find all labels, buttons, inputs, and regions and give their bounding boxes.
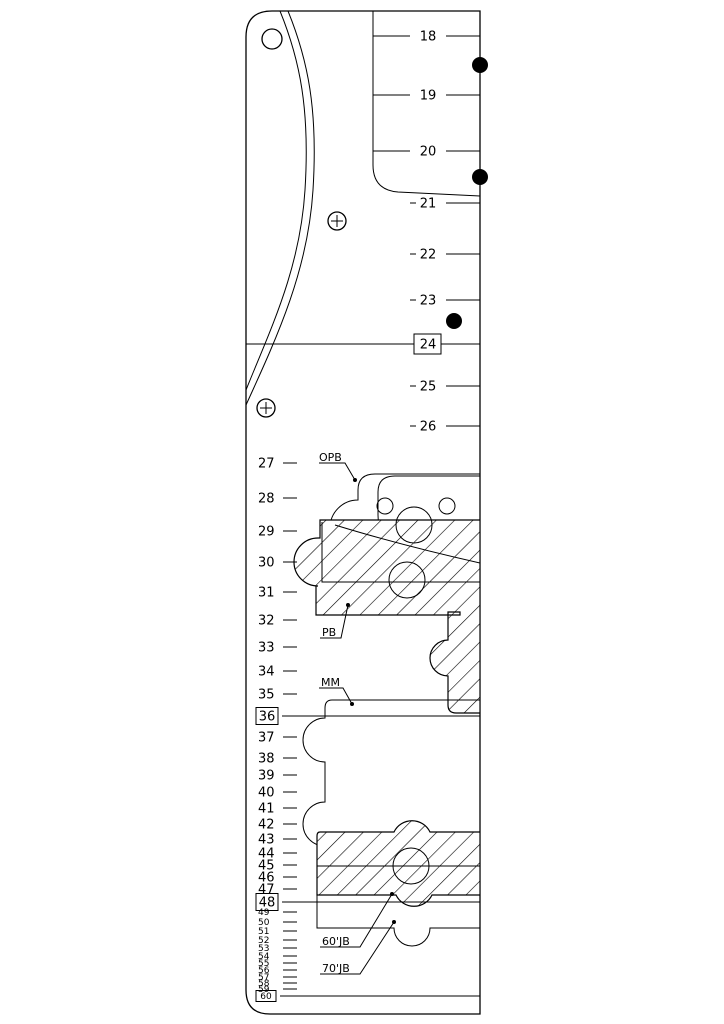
screw-icon — [256, 398, 276, 418]
neck-pocket-outline — [372, 11, 480, 197]
ruler-label: 54 — [258, 952, 270, 962]
mm-label-group: MM — [319, 676, 354, 706]
ruler-label: 53 — [258, 944, 269, 954]
ruler-label: 21 — [420, 197, 437, 212]
ruler-label: 18 — [420, 30, 437, 45]
ruler-label: 28 — [258, 492, 275, 507]
pb-label: PB — [322, 626, 336, 639]
lower-ruler: 27 28 29 30 31 32 33 34 35 36 37 38 39 40414243444546… — [255, 457, 297, 1002]
ruler-label: 19 — [420, 89, 437, 104]
jb-route — [316, 820, 480, 907]
ruler-label: 48 — [259, 896, 276, 911]
ruler-box — [413, 333, 442, 355]
body-edge-curve-inner — [246, 11, 315, 406]
opb-label-group: OPB — [319, 451, 357, 482]
ruler-label: 50 — [258, 918, 270, 928]
ruler-label: 60 — [260, 992, 272, 1002]
ruler-label: 46 — [258, 871, 275, 886]
ruler-label: 30 — [258, 556, 275, 571]
ruler-label: 37 — [258, 731, 275, 746]
ruler-label: 35 — [258, 688, 275, 703]
ruler-box — [255, 707, 279, 725]
ruler-label: 36 — [259, 710, 276, 725]
marker-dot — [472, 169, 488, 185]
pb-route — [293, 519, 480, 714]
ruler-label: 52 — [258, 936, 269, 946]
mounting-hole — [261, 28, 283, 50]
jb70-label: 70'JB — [322, 962, 350, 975]
ruler-label: 43 — [258, 833, 275, 848]
body-edge-curve-outer — [246, 11, 307, 391]
pb-inner-lines — [321, 522, 480, 583]
ruler-label: 40 — [258, 786, 275, 801]
ruler-box — [255, 893, 279, 911]
screw-icon — [327, 211, 347, 231]
ruler-label: 20 — [420, 145, 437, 160]
ruler-label: 44 — [258, 847, 275, 862]
ruler-label: 51 — [258, 927, 269, 937]
jb60-label-group: 60'JB — [320, 892, 394, 948]
ruler-label: 27 — [258, 457, 275, 472]
ruler-label: 25 — [420, 380, 437, 395]
ruler-label: 45 — [258, 859, 275, 874]
jb60-label: 60'JB — [322, 935, 350, 948]
opb-screw-hole-left — [376, 497, 394, 515]
pb-label-group: PB — [320, 603, 350, 639]
ruler-label: 23 — [420, 294, 437, 309]
marker-dot — [446, 313, 462, 329]
ruler-label: 38 — [258, 752, 275, 767]
template-outline — [245, 10, 481, 1015]
jb70-label-group: 70'JB — [320, 920, 396, 975]
ruler-label: 34 — [258, 665, 275, 680]
ruler-label: 41 — [258, 802, 275, 817]
jb70-route-outline — [316, 895, 480, 947]
mm-label: MM — [321, 676, 340, 689]
pb-center-arc — [395, 506, 433, 544]
ruler-label: 33 — [258, 641, 275, 656]
ruler-box — [255, 990, 277, 1002]
opb-screw-hole-right — [438, 497, 456, 515]
pb-lower-arc — [388, 561, 426, 599]
ruler-label: 58 — [258, 979, 270, 989]
ruler-label: 24 — [420, 338, 437, 353]
marker-dot — [472, 57, 488, 73]
ruler-label: 31 — [258, 586, 275, 601]
ruler-label: 29 — [258, 525, 275, 540]
ruler-label: 56 — [258, 966, 270, 976]
ruler-label: 55 — [258, 959, 269, 969]
upper-ruler: 18 19 20 21 22 23 24 25 26 — [373, 30, 480, 435]
jb-pole-circle — [392, 847, 430, 885]
ruler-label: 57 — [258, 973, 269, 983]
ruler-label: 39 — [258, 769, 275, 784]
mm-route-outline — [302, 699, 480, 863]
ruler-label: 26 — [420, 420, 437, 435]
ruler-label: 49 — [258, 908, 270, 918]
opb-label: OPB — [319, 451, 342, 464]
ruler-label: 22 — [420, 248, 437, 263]
ruler-label: 32 — [258, 614, 275, 629]
ruler-label: 42 — [258, 818, 275, 833]
